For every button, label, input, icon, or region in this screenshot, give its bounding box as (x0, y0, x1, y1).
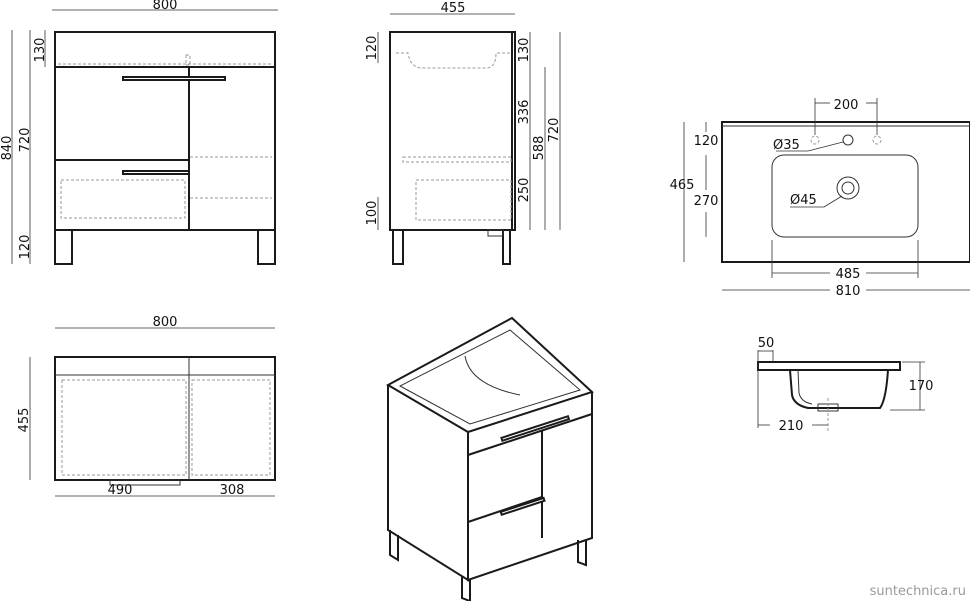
dim-side-body-height: 720 (547, 118, 562, 143)
dim-tap-offset: 120 (694, 134, 719, 149)
watermark: suntechnica.ru (870, 584, 966, 599)
dim-rim: 50 (758, 336, 775, 351)
dim-upper-drawer: 336 (517, 100, 532, 125)
dim-left-section: 490 (108, 483, 133, 498)
dim-plan-width: 800 (153, 315, 178, 330)
dim-tap-spacing: 200 (834, 98, 859, 113)
dim-sink-width: 810 (836, 284, 861, 299)
door-handle (122, 76, 226, 81)
front-view: 800 130 720 840 120 (0, 0, 278, 265)
dim-sink-depth: 465 (670, 178, 695, 193)
dim-front-width: 800 (153, 0, 178, 13)
side-view: 455 120 100 130 336 250 588 720 (365, 1, 562, 265)
dim-body-height: 720 (18, 128, 33, 153)
dim-drain-offset: 210 (779, 419, 804, 434)
dim-plan-depth: 455 (17, 408, 32, 433)
iso-handle (499, 496, 546, 516)
dim-total-height: 840 (0, 136, 15, 161)
dim-side-top-offset: 120 (365, 36, 380, 61)
dim-top-panel: 130 (517, 38, 532, 63)
iso-handle (500, 414, 571, 442)
dim-basin-depth: 270 (694, 194, 719, 209)
isometric-view (385, 316, 594, 601)
label-drain-hole: Ø45 (790, 193, 817, 208)
dim-side-depth: 455 (441, 1, 466, 16)
dim-profile-height: 170 (909, 379, 934, 394)
dim-leg-height: 120 (18, 235, 33, 260)
dim-right-section: 308 (220, 483, 245, 498)
label-tap-hole: Ø35 (773, 138, 800, 153)
dim-basin-width: 485 (836, 267, 861, 282)
leg (257, 229, 276, 265)
plan-view: 800 455 490 308 (17, 315, 276, 498)
leg (54, 229, 73, 265)
dim-drawers-total: 588 (532, 136, 547, 161)
sink-profile: 50 170 210 (757, 336, 934, 434)
sink-top-view: 200 Ø35 Ø45 465 120 270 485 810 (670, 98, 970, 299)
dim-countertop-height: 130 (33, 38, 48, 63)
dim-lower-drawer: 250 (517, 178, 532, 203)
dim-side-bottom-offset: 100 (365, 201, 380, 226)
drawer-handle (122, 170, 190, 175)
